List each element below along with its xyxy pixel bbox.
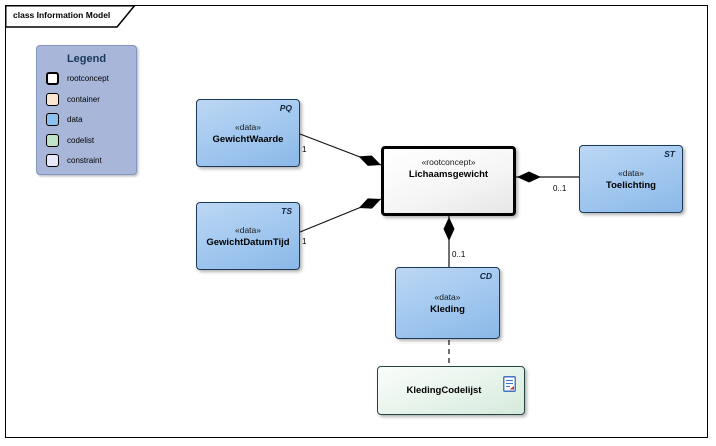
multiplicity-label: 1 <box>302 237 307 246</box>
multiplicity-label: 0..1 <box>452 250 466 259</box>
datatype-tag: CD <box>479 271 492 281</box>
legend-item-label: codelist <box>67 135 95 145</box>
legend-item-label: container <box>67 94 100 104</box>
datatype-tag: PQ <box>279 103 292 113</box>
legend-items: rootconcept container data codelist cons… <box>46 72 136 167</box>
frame-title: class Information Model <box>13 10 111 20</box>
document-icon <box>503 376 516 392</box>
legend-item-constraint: constraint <box>46 154 136 167</box>
multiplicity-label: 1 <box>302 145 307 154</box>
legend-panel: Legend rootconcept container data codeli… <box>36 45 137 175</box>
class-name: Lichaamsgewicht <box>408 169 489 180</box>
class-kledingcodelijst[interactable]: KledingCodelijst <box>377 366 525 415</box>
container-swatch-icon <box>46 92 59 106</box>
class-name: Kleding <box>430 303 465 315</box>
stereotype-label: «data» <box>235 121 261 132</box>
class-lichaamsgewicht[interactable]: «rootconcept» Lichaamsgewicht <box>381 146 516 216</box>
stereotype-label: «data» <box>434 291 461 302</box>
legend-item-label: constraint <box>67 156 102 165</box>
class-gewichtwaarde[interactable]: PQ «data» GewichtWaarde <box>196 99 300 167</box>
class-toelichting[interactable]: ST «data» Toelichting <box>579 145 683 213</box>
legend-item-label: rootconcept <box>67 74 109 83</box>
class-name: KledingCodelijst <box>406 385 482 396</box>
class-name: Toelichting <box>606 179 656 191</box>
class-name: GewichtWaarde <box>212 133 284 145</box>
class-name: GewichtDatumTijd <box>206 236 290 248</box>
legend-item-data: data <box>46 113 136 126</box>
legend-title: Legend <box>66 53 107 65</box>
legend-item-rootconcept: rootconcept <box>46 72 136 85</box>
datatype-tag: TS <box>281 206 292 216</box>
codelist-swatch-icon <box>46 133 59 147</box>
datatype-tag: ST <box>664 149 675 159</box>
frame-tab <box>5 5 136 28</box>
constraint-swatch-icon <box>46 154 59 167</box>
legend-item-codelist: codelist <box>46 133 136 147</box>
rootconcept-swatch-icon <box>46 72 59 85</box>
multiplicity-label: 0..1 <box>553 184 567 193</box>
legend-item-label: data <box>67 115 83 124</box>
stereotype-label: «data» <box>618 167 644 178</box>
legend-item-container: container <box>46 92 136 106</box>
class-gewichtdatumtijd[interactable]: TS «data» GewichtDatumTijd <box>196 202 300 270</box>
data-swatch-icon <box>46 113 59 126</box>
stereotype-label: «data» <box>235 224 261 235</box>
frame-tab-shape <box>5 5 136 28</box>
stereotype-label: «rootconcept» <box>421 157 476 167</box>
class-kleding[interactable]: CD «data» Kleding <box>395 267 500 339</box>
